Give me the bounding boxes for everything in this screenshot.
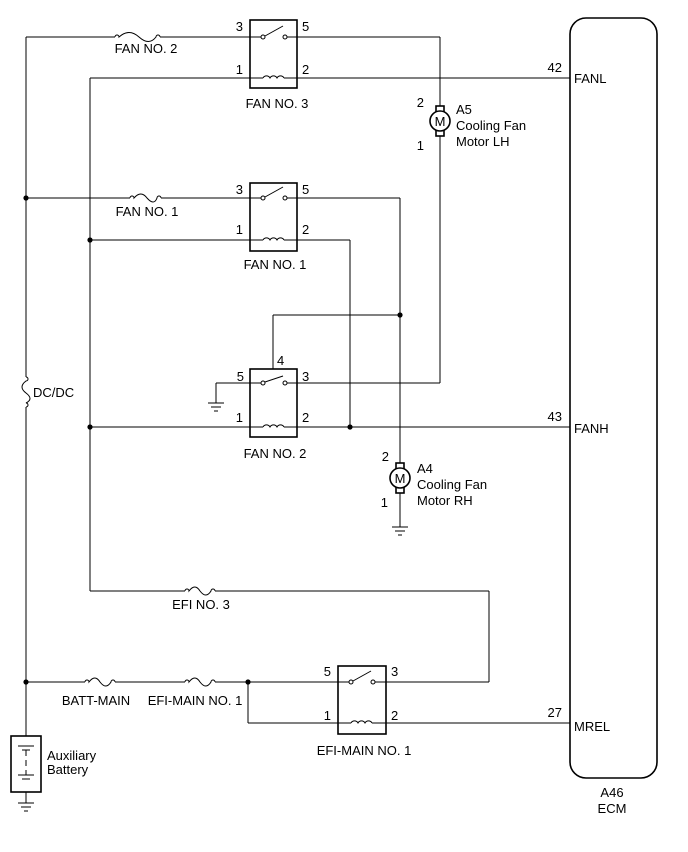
motor-rh-name-line1: Cooling Fan [417,477,487,492]
junction-dots [23,195,403,685]
relay-efi-main-no1-pin5: 5 [324,664,331,679]
fuse-batt-main-label: BATT-MAIN [62,693,130,708]
relay-efi-main-no1-label: EFI-MAIN NO. 1 [317,743,412,758]
relay-fan-no2-pin1: 1 [236,410,243,425]
battery-label-line1: Auxiliary [47,748,97,763]
relay-efi-main-no1: 5 3 1 2 EFI-MAIN NO. 1 [317,664,412,758]
battery-label-line2: Battery [47,762,89,777]
relay-fan-no1-pin3: 3 [236,182,243,197]
motor-lh: M 2 1 A5 Cooling Fan Motor LH [417,95,526,153]
relay-fan-no3-pin3: 3 [236,19,243,34]
ecm-name-label: ECM [598,801,627,816]
relay-fan-no2-label: FAN NO. 2 [244,446,307,461]
ecm-pin-mrel-name: MREL [574,719,610,734]
relay-fan-no3-pin1: 1 [236,62,243,77]
relay-fan-no2-pin5: 5 [237,369,244,384]
relay-fan-no3-label: FAN NO. 3 [246,96,309,111]
ecm-pin-mrel-number: 27 [548,705,562,720]
ground-icon [208,402,224,412]
ecm-pin-fanl-number: 42 [548,60,562,75]
motor-lh-name-line2: Motor LH [456,134,509,149]
motor-rh: M 2 1 A4 Cooling Fan Motor RH [381,449,487,510]
motor-rh-pin2: 2 [382,449,389,464]
relay-fan-no3-pin2: 2 [302,62,309,77]
auxiliary-battery: Auxiliary Battery [10,735,97,793]
ground-icon [18,802,34,812]
relay-fan-no2-pin4: 4 [277,353,284,368]
fuse-efi-main-no1: EFI-MAIN NO. 1 [148,677,243,708]
ecm-block [569,17,658,779]
relay-fan-no1-label: FAN NO. 1 [244,257,307,272]
relay-fan-no3-pin5: 5 [302,19,309,34]
relay-fan-no1-pin5: 5 [302,182,309,197]
relay-fan-no1-pin2: 2 [302,222,309,237]
relay-fan-no1-pin1: 1 [236,222,243,237]
relay-efi-main-no1-pin1: 1 [324,708,331,723]
fuse-fan-no2-label: FAN NO. 2 [115,41,178,56]
motor-lh-pin2: 2 [417,95,424,110]
relay-efi-main-no1-pin2: 2 [391,708,398,723]
motor-lh-symbol: M [435,114,446,129]
fuse-efi-no3-label: EFI NO. 3 [172,597,230,612]
relay-fan-no1: 3 5 1 2 FAN NO. 1 [236,182,309,272]
fuse-dcdc: DC/DC [21,376,74,408]
fuse-batt-main: BATT-MAIN [62,677,130,708]
ground-icon [392,526,408,536]
motor-rh-pin1: 1 [381,495,388,510]
motor-lh-pin1: 1 [417,138,424,153]
ecm-pin-fanh-number: 43 [548,409,562,424]
motor-rh-ref: A4 [417,461,433,476]
fuse-fan-no2: FAN NO. 2 [114,32,178,56]
motor-rh-symbol: M [395,471,406,486]
motor-rh-name-line2: Motor RH [417,493,473,508]
fuse-efi-main-no1-label: EFI-MAIN NO. 1 [148,693,243,708]
fuse-fan-no1-label: FAN NO. 1 [116,204,179,219]
fuse-efi-no3: EFI NO. 3 [172,586,230,612]
relay-fan-no2: 4 5 3 1 2 FAN NO. 2 [236,353,309,461]
wires [25,36,570,803]
motor-lh-ref: A5 [456,102,472,117]
relay-fan-no3: 3 5 1 2 FAN NO. 3 [236,19,309,111]
fuse-fan-no1: FAN NO. 1 [116,193,179,219]
ecm-pin-fanl-name: FANL [574,71,607,86]
ecm-ref-label: A46 [600,785,623,800]
relay-fan-no2-pin3: 3 [302,369,309,384]
relay-efi-main-no1-pin3: 3 [391,664,398,679]
ecm-pin-fanh-name: FANH [574,421,609,436]
fuse-dcdc-label: DC/DC [33,385,74,400]
relay-fan-no2-pin2: 2 [302,410,309,425]
motor-lh-name-line1: Cooling Fan [456,118,526,133]
